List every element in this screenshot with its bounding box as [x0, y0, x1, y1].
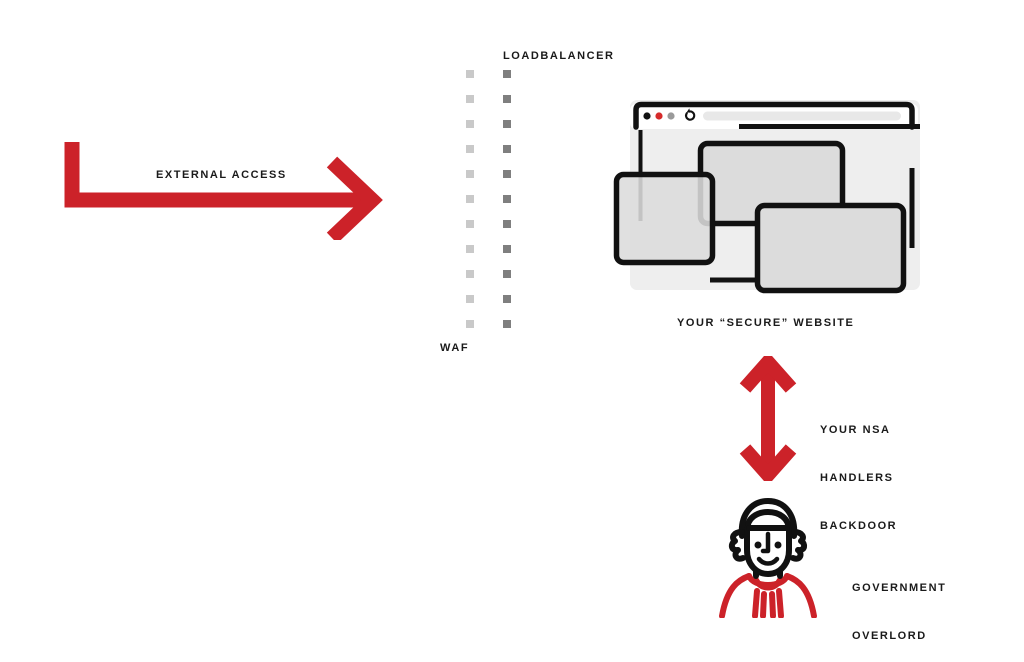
- loadbalancer-dot: [503, 95, 511, 103]
- browser-window-front: [754, 202, 907, 294]
- waf-dot: [466, 270, 474, 278]
- waf-dot: [466, 170, 474, 178]
- waf-dot: [466, 245, 474, 253]
- label-external-access: EXTERNAL ACCESS: [156, 169, 287, 181]
- waf-dot: [466, 95, 474, 103]
- label-backdoor-line3: BACKDOOR: [820, 520, 898, 532]
- person-eye-left: [754, 541, 762, 549]
- person-eye-right: [774, 541, 782, 549]
- loadbalancer-dot: [503, 120, 511, 128]
- waf-dot: [466, 120, 474, 128]
- loadbalancer-dot: [503, 220, 511, 228]
- traffic-light-black: [643, 112, 651, 120]
- waf-dot: [466, 220, 474, 228]
- traffic-light-gray: [667, 112, 675, 120]
- waf-dot: [466, 295, 474, 303]
- backdoor-double-arrow: [736, 351, 800, 486]
- reload-icon: [685, 108, 696, 121]
- person-nose: [760, 531, 771, 554]
- waf-dot: [466, 320, 474, 328]
- browser-window-left: [613, 171, 716, 266]
- label-overlord-line2: OVERLORD: [852, 630, 927, 642]
- browser-address-bar: [703, 111, 901, 121]
- label-overlord-line1: GOVERNMENT: [852, 582, 947, 594]
- label-government-overlord: GOVERNMENT OVERLORD: [852, 548, 946, 662]
- loadbalancer-dot: [503, 170, 511, 178]
- external-access-arrow: [60, 130, 400, 244]
- loadbalancer-dotted-line: [503, 70, 511, 328]
- loadbalancer-dot: [503, 295, 511, 303]
- person-mouth: [756, 556, 780, 566]
- waf-dot: [466, 70, 474, 78]
- secure-website-browser: [600, 90, 940, 305]
- loadbalancer-dot: [503, 270, 511, 278]
- label-secure-website: YOUR “SECURE” WEBSITE: [677, 317, 855, 329]
- label-loadbalancer: LOADBALANCER: [503, 50, 615, 62]
- label-backdoor: YOUR NSA HANDLERS BACKDOOR: [820, 390, 897, 566]
- waf-dot: [466, 145, 474, 153]
- loadbalancer-dot: [503, 320, 511, 328]
- person-face: [754, 531, 782, 566]
- loadbalancer-dot: [503, 145, 511, 153]
- loadbalancer-dot: [503, 245, 511, 253]
- label-backdoor-line1: YOUR NSA: [820, 424, 891, 436]
- person-body: [719, 573, 817, 619]
- traffic-light-red: [655, 112, 663, 120]
- government-overlord: [716, 492, 820, 619]
- browser-titlebar: [630, 101, 920, 130]
- loadbalancer-dot: [503, 70, 511, 78]
- label-waf: WAF: [440, 342, 470, 354]
- label-backdoor-line2: HANDLERS: [820, 472, 894, 484]
- loadbalancer-dot: [503, 195, 511, 203]
- waf-dotted-line: [466, 70, 474, 328]
- waf-dot: [466, 195, 474, 203]
